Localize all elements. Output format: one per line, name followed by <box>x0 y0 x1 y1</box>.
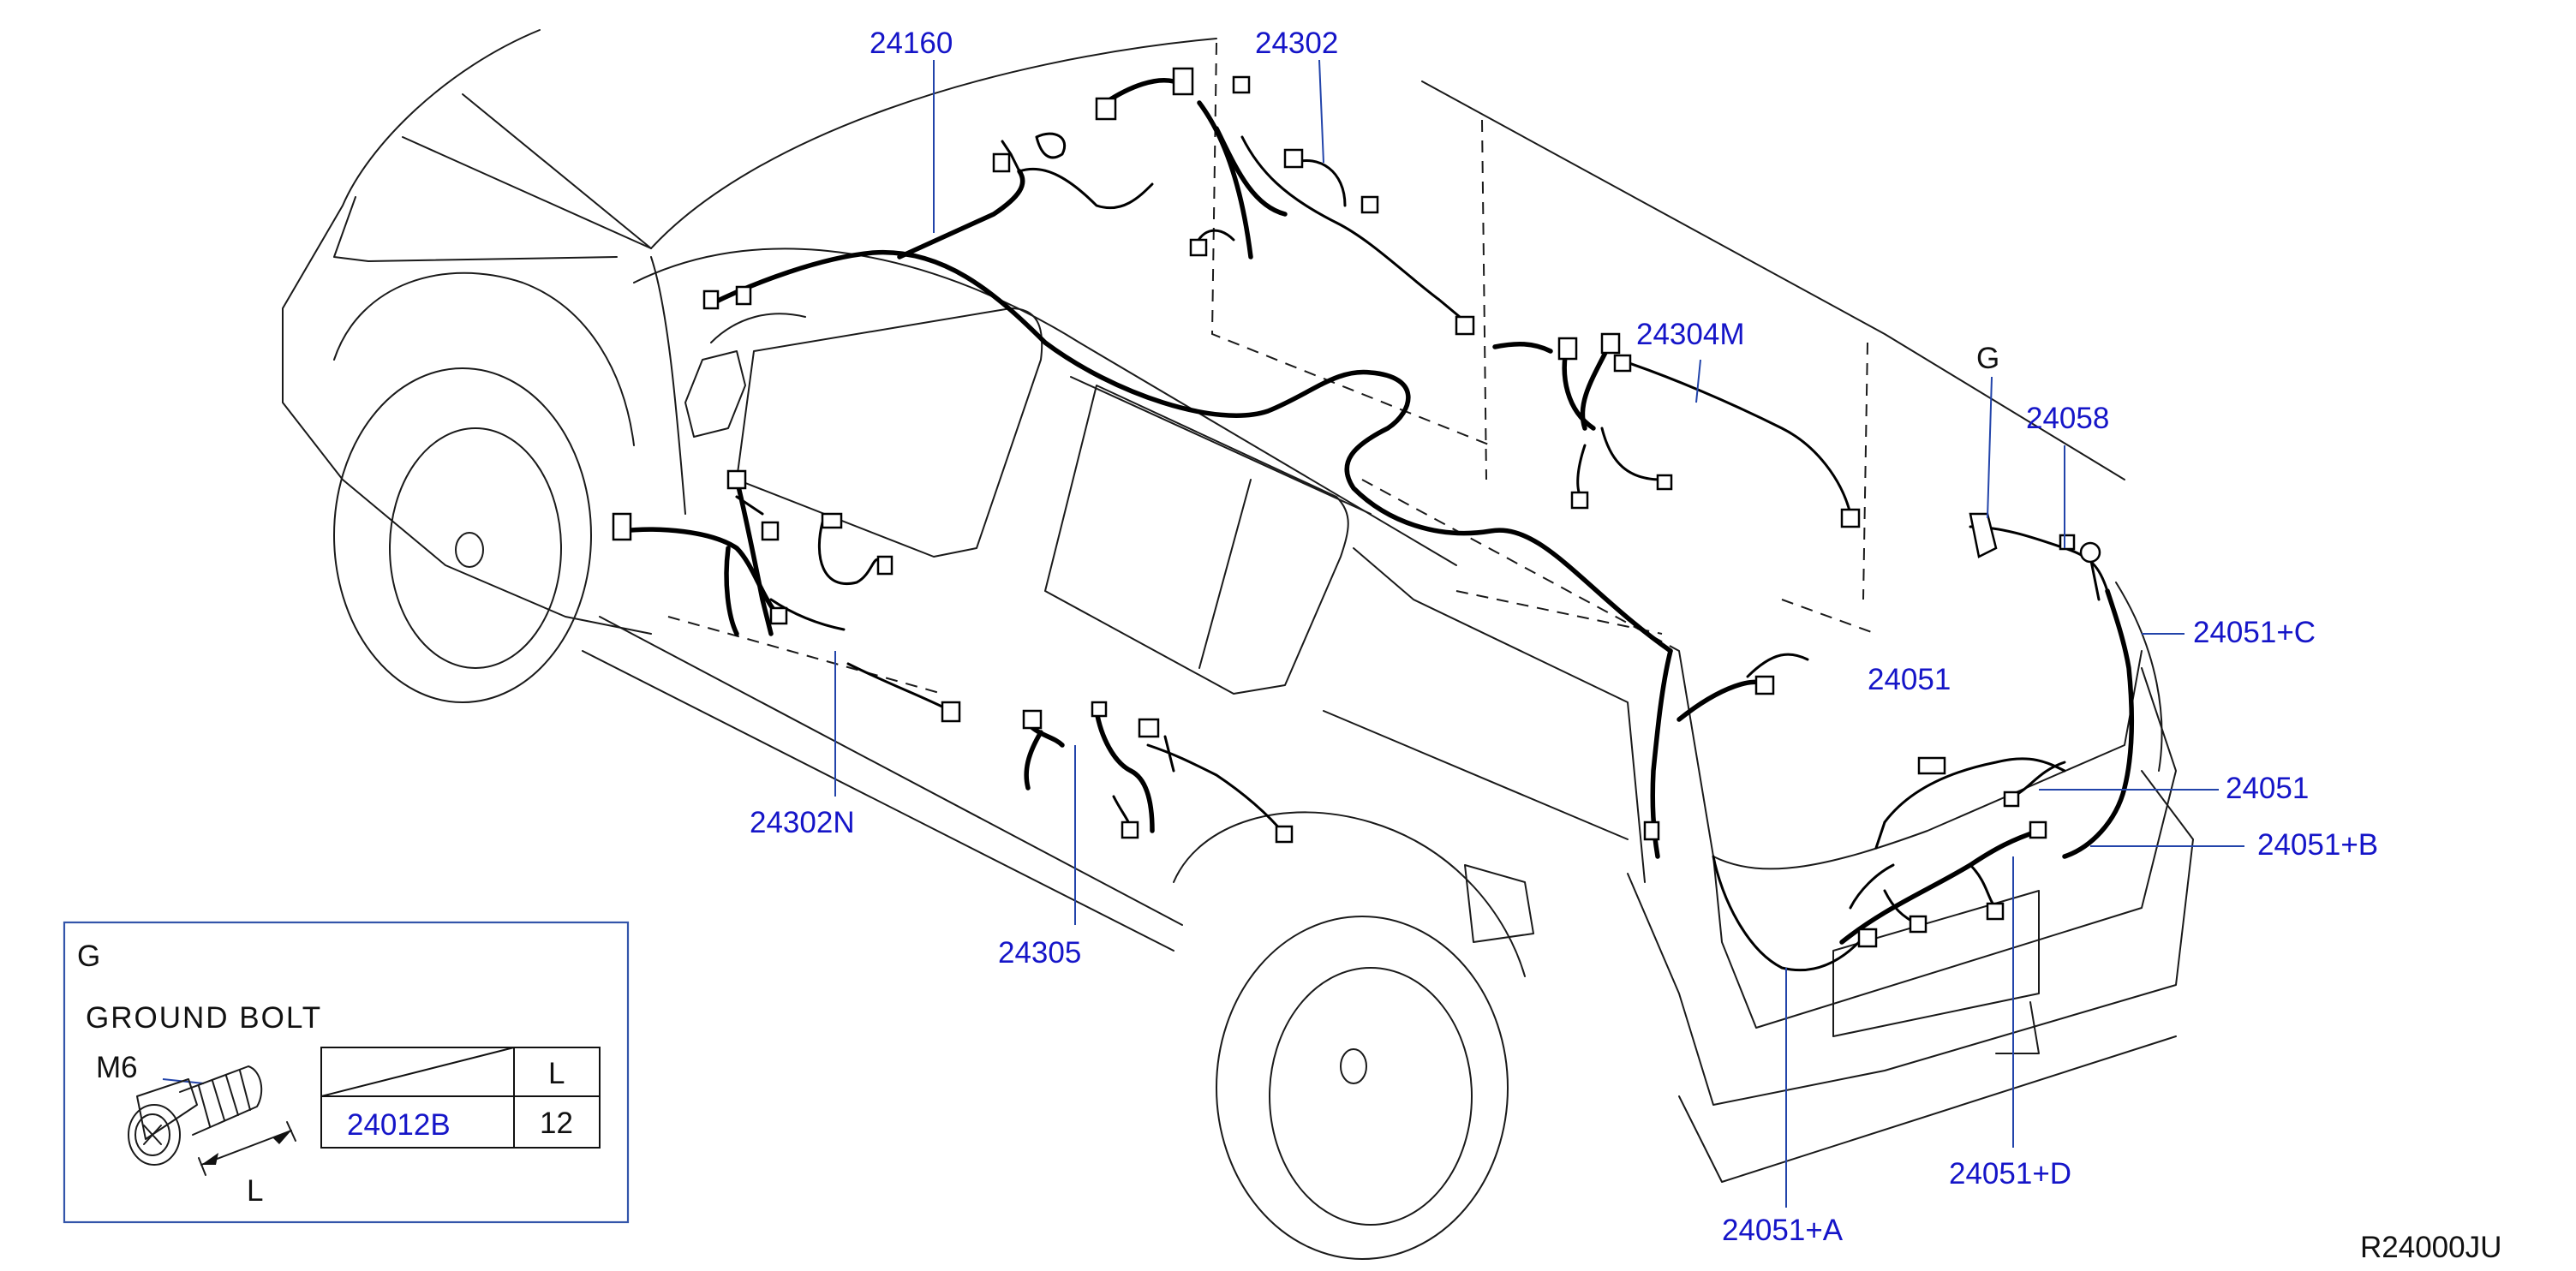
reference-code: R24000JU <box>2360 1231 2501 1264</box>
part-labels: 24160 24302 24304M G 24058 24051+C 24051… <box>750 27 2501 1264</box>
label-24058: 24058 <box>2026 402 2109 435</box>
label-24304m: 24304M <box>1636 318 1744 351</box>
detail-marker: G <box>77 940 100 973</box>
length-symbol: L <box>247 1174 263 1208</box>
thread-size: M6 <box>96 1051 138 1084</box>
leader-lines <box>162 59 2244 1208</box>
label-24051a: 24051+A <box>1722 1214 1844 1247</box>
table-length-value: 12 <box>540 1107 573 1140</box>
table-part-number: 24012B <box>347 1108 451 1142</box>
label-g-marker: G <box>1976 342 1999 375</box>
detail-box-frame <box>63 921 630 1224</box>
rear-roof-harness-24304M <box>1492 340 1852 516</box>
table-header-length: L <box>548 1057 565 1090</box>
label-24051d: 24051+D <box>1949 1157 2071 1190</box>
connectors <box>612 67 2101 948</box>
label-24160: 24160 <box>870 27 953 60</box>
vehicle-body-outline <box>282 29 2194 1260</box>
roof-harness-24160 <box>708 132 1673 653</box>
ground-bolt-icon <box>128 1065 296 1176</box>
rear-door-harness-24305 <box>1024 708 1287 837</box>
spec-table: L 24012B 12 <box>320 1047 601 1149</box>
ground-bolt-detail: G GROUND BOLT M6 L L <box>63 921 630 1224</box>
front-door-harness-24302N <box>619 477 953 713</box>
label-24051: 24051 <box>2226 772 2309 805</box>
detail-title: GROUND BOLT <box>86 1001 322 1035</box>
reference-dashed-lines <box>667 42 1877 695</box>
label-24051b: 24051+B <box>2257 828 2378 862</box>
rear-body-harness-24051 <box>1650 648 2066 972</box>
label-24305: 24305 <box>998 936 1081 970</box>
headliner-harness-24302 <box>1103 78 1467 323</box>
label-24302: 24302 <box>1255 27 1338 60</box>
label-24051-inner: 24051 <box>1868 663 1951 696</box>
label-24302n: 24302N <box>750 806 855 839</box>
label-24051c: 24051+C <box>2193 616 2316 649</box>
tailgate-harness-24058 <box>1969 525 2135 859</box>
